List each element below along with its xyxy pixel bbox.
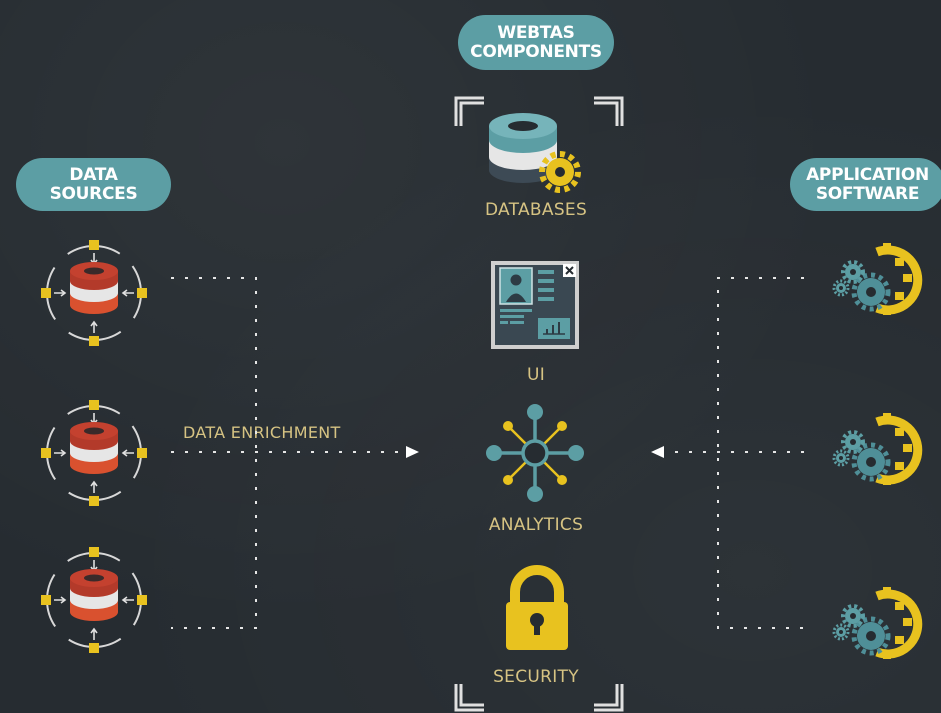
gears-icon-2: [834, 413, 918, 485]
application-software-header-line1: APPLICATION: [806, 164, 929, 185]
data-source-icon-2: [27, 386, 161, 520]
data-sources-header-line2: SOURCES: [49, 183, 138, 204]
gears-icon-3: [834, 587, 918, 659]
analytics-label: ANALYTICS: [488, 515, 584, 535]
databases-label: DATABASES: [484, 200, 588, 220]
right-connector-lines: [664, 277, 804, 629]
padlock-icon: [506, 565, 568, 650]
analytics-icon: [486, 404, 584, 502]
security-label: SECURITY: [493, 667, 579, 687]
application-software-header-line2: SOFTWARE: [815, 183, 920, 204]
webtas-header-line1: WEBTAS: [497, 22, 575, 43]
data-enrichment-label: DATA ENRICHMENT: [183, 423, 341, 442]
left-connector-lines: [171, 277, 406, 629]
data-sources-header: DATA SOURCES: [16, 158, 171, 211]
ui-label: UI: [526, 365, 546, 385]
bracket-top-right: [594, 96, 624, 126]
webtas-components-header: WEBTAS COMPONENTS: [458, 15, 614, 70]
database-icon: [489, 113, 581, 193]
bracket-bottom-left: [454, 684, 484, 712]
ui-window-icon: [491, 261, 579, 349]
webtas-header-line2: COMPONENTS: [470, 41, 602, 62]
data-source-icon-3: [27, 533, 161, 667]
bracket-top-left: [454, 96, 484, 126]
data-source-icon-1: [27, 226, 161, 360]
application-software-header: APPLICATION SOFTWARE: [790, 158, 941, 211]
left-arrow-head: [651, 446, 664, 458]
gears-icon-1: [834, 243, 918, 315]
data-sources-header-line1: DATA: [69, 164, 118, 185]
bracket-bottom-right: [594, 684, 624, 712]
right-arrow-head: [406, 446, 419, 458]
